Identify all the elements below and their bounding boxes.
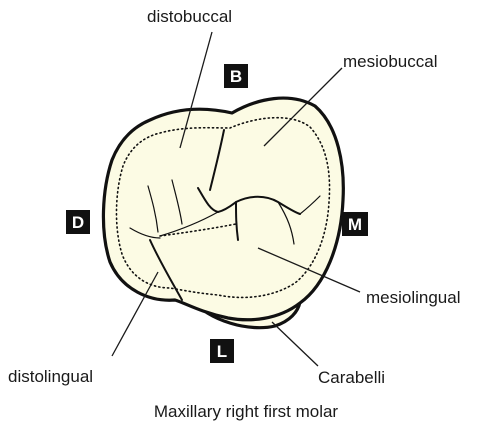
label-carabelli: Carabelli [318,368,385,387]
side-letter-distal: D [72,213,84,232]
label-distobuccal: distobuccal [147,7,232,26]
side-marker-mesial: M [342,212,368,236]
side-marker-lingual: L [210,339,234,363]
side-letter-buccal: B [230,67,242,86]
side-marker-buccal: B [224,64,248,88]
label-mesiolingual: mesiolingual [366,288,461,307]
side-letter-mesial: M [348,215,362,234]
side-letter-lingual: L [217,342,227,361]
crown [103,98,343,328]
figure-caption: Maxillary right first molar [154,402,339,421]
side-marker-distal: D [66,210,90,234]
label-mesiobuccal: mesiobuccal [343,52,438,71]
leader-carabelli [272,322,318,366]
label-distolingual: distolingual [8,367,93,386]
